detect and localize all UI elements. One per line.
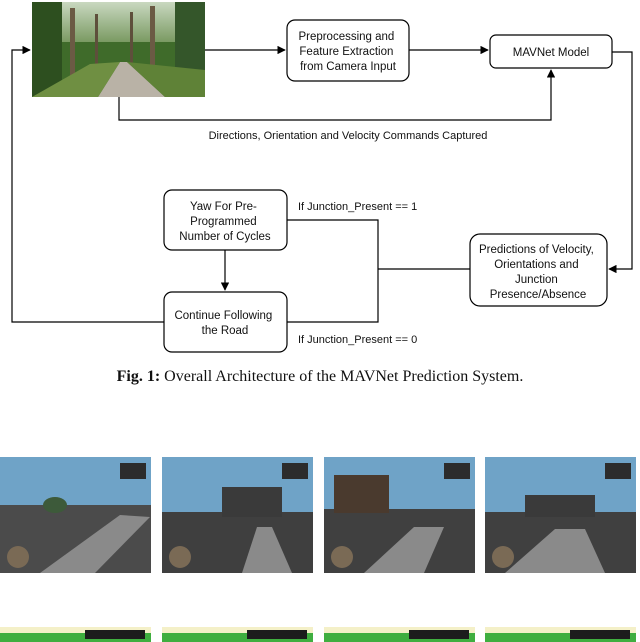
- figure-caption: Fig. 1: Overall Architecture of the MAVN…: [0, 368, 640, 386]
- preprocessing-line-2: Feature Extraction: [299, 46, 393, 58]
- yaw-line-1: Yaw For Pre-: [190, 201, 257, 213]
- predictions-line-2: Orientations and: [494, 259, 578, 271]
- preprocessing-line-3: from Camera Input: [300, 61, 397, 73]
- predictions-line-1: Predictions of Velocity,: [479, 244, 594, 256]
- edge-follow-to-image-loop: [11, 45, 164, 323]
- edge-to-yaw: [287, 219, 379, 269]
- gta-frame-4: [485, 457, 636, 573]
- edge-label-captured: Directions, Orientation and Velocity Com…: [209, 130, 488, 142]
- figure-caption-text: Overall Architecture of the MAVNet Predi…: [164, 368, 524, 385]
- predictions-line-3: Junction: [515, 274, 558, 286]
- kart-frame-3: [324, 627, 475, 642]
- edge-model-to-predictions: [608, 51, 633, 274]
- gta-frame-1: [0, 457, 151, 573]
- svg-text:Continue Following the Roa: Continue Following the Road: [174, 310, 275, 337]
- gta-frame-3: [324, 457, 475, 573]
- follow-line-2: the Road: [202, 325, 249, 337]
- preprocessing-line-1: Preprocessing and: [298, 31, 394, 43]
- predictions-line-4: Presence/Absence: [490, 289, 587, 301]
- svg-text:Preprocessing and Feature: Preprocessing and Feature Extraction fro…: [298, 31, 397, 73]
- predictions-box: [469, 233, 608, 307]
- yaw-line-2: Programmed: [190, 216, 256, 228]
- architecture-diagram: Preprocessing and Feature Extraction fro…: [11, 2, 633, 353]
- kart-frame-2: [162, 627, 313, 642]
- yaw-line-3: Number of Cycles: [179, 231, 271, 243]
- edge-label-junction-no: If Junction_Present == 0: [298, 334, 417, 346]
- model-label: MAVNet Model: [513, 47, 589, 59]
- camera-image: [32, 2, 205, 97]
- figure-caption-label: Fig. 1:: [116, 368, 161, 385]
- edge-to-follow: [287, 269, 379, 323]
- svg-text:Yaw For Pre- Programmed: Yaw For Pre- Programmed Number of Cycles: [179, 201, 271, 243]
- svg-text:Predictions of Velocity, O: Predictions of Velocity, Orientations an…: [479, 244, 597, 301]
- follow-box: [163, 291, 288, 353]
- kart-frame-1: [0, 627, 151, 642]
- edge-label-junction-yes: If Junction_Present == 1: [298, 201, 417, 213]
- kart-frame-4: [485, 627, 636, 642]
- gta-frame-2: [162, 457, 313, 573]
- edge-image-to-model-captured: [118, 69, 556, 121]
- svg-text:MAVNet Model: MAVNet Model: [513, 47, 589, 59]
- follow-line-1: Continue Following: [174, 310, 272, 322]
